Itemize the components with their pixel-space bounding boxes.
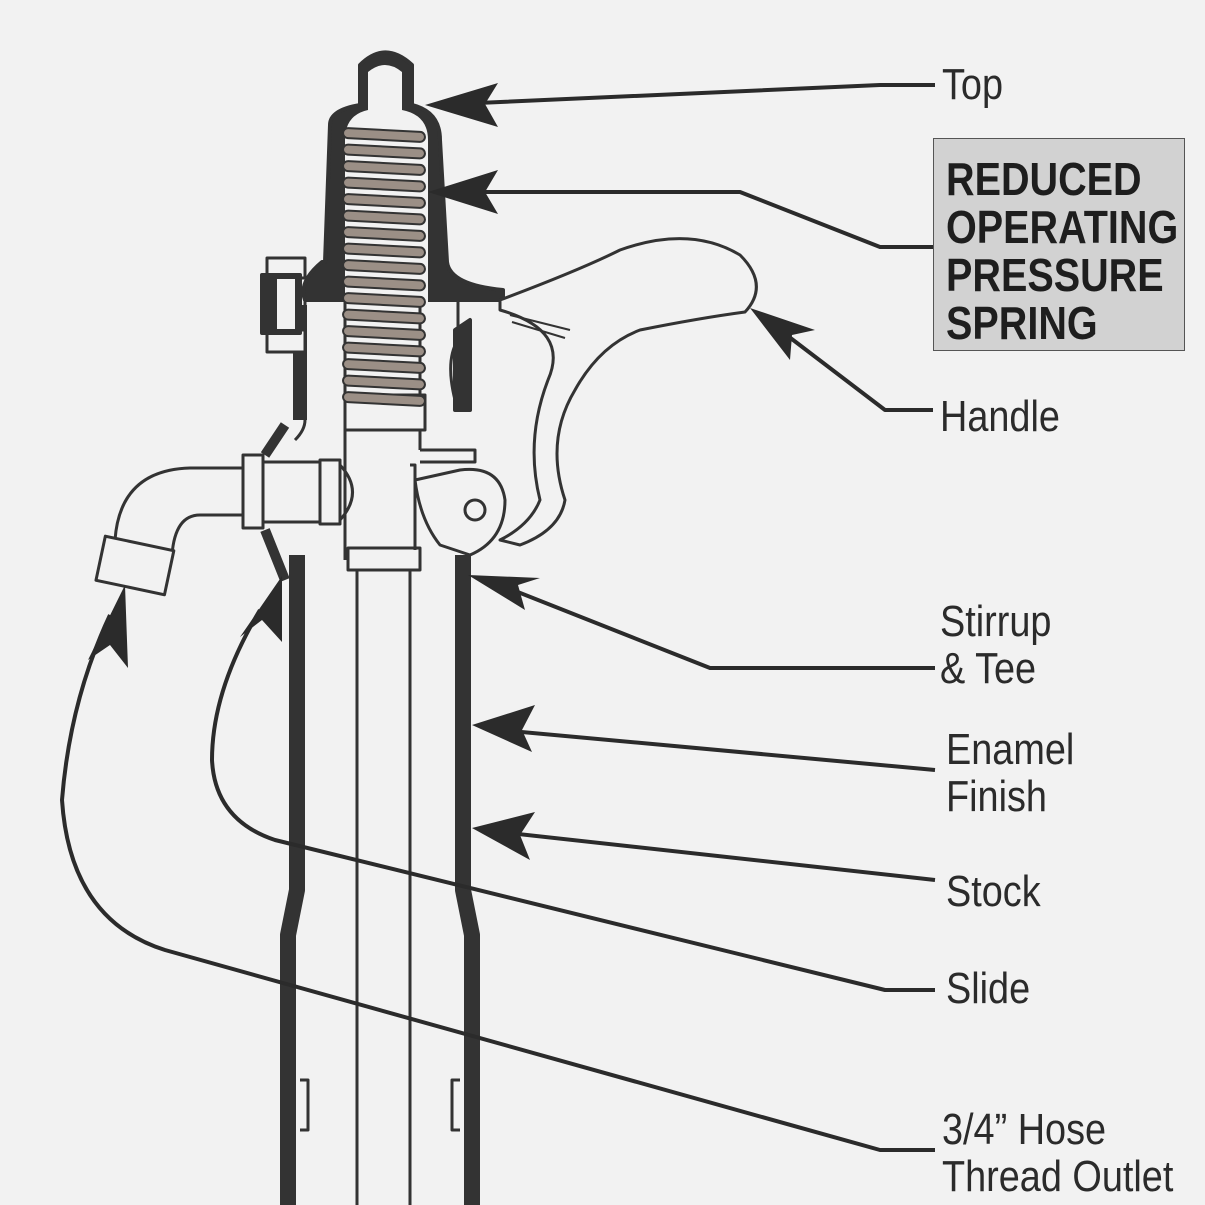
- label-spring-line-4: SPRING: [946, 297, 1098, 349]
- arrow-enamel: [472, 705, 535, 752]
- label-enamel: Enamel Finish: [946, 726, 1074, 820]
- leader-hose: [60, 614, 935, 1152]
- spring-coil: [342, 160, 426, 176]
- spring-coil: [342, 242, 426, 259]
- arrow-spring: [428, 170, 498, 214]
- arrow-stirrup: [468, 575, 540, 610]
- label-hose-line-2: Thread Outlet: [942, 1152, 1174, 1201]
- arrow-handle: [750, 308, 815, 360]
- spring-coil: [342, 275, 426, 292]
- spring-coil: [342, 341, 426, 358]
- hose-thread-outlet: [94, 534, 176, 597]
- label-spring-box: REDUCED OPERATING PRESSURE SPRING: [933, 138, 1185, 351]
- label-hose-line-1: 3/4” Hose: [942, 1105, 1107, 1154]
- label-slide: Slide: [946, 964, 1031, 1013]
- stock-right-wall: [455, 555, 480, 1205]
- leader-stirrup: [494, 581, 935, 670]
- label-stirrup: Stirrup & Tee: [940, 598, 1051, 692]
- spring-coil: [342, 193, 426, 209]
- label-hose: 3/4” Hose Thread Outlet: [942, 1106, 1173, 1200]
- leader-enamel: [499, 728, 936, 772]
- spring-coil: [342, 209, 426, 226]
- label-spring-line-2: OPERATING: [946, 201, 1179, 253]
- spring-coil: [342, 143, 426, 160]
- label-enamel-line-1: Enamel: [946, 725, 1075, 774]
- leader-spring: [455, 190, 933, 249]
- label-spring-line-3: PRESSURE: [946, 249, 1164, 301]
- leader-handle: [778, 328, 933, 412]
- stock-left-wall: [280, 555, 305, 1205]
- leader-slide: [210, 608, 935, 992]
- spring-coil: [342, 308, 426, 325]
- handle: [498, 237, 758, 547]
- spring-coil: [342, 226, 426, 242]
- spring-coil: [342, 292, 426, 308]
- spring-coil: [342, 259, 426, 275]
- label-stock: Stock: [946, 867, 1041, 916]
- arrow-slide: [240, 576, 282, 642]
- spring-coil: [342, 374, 426, 391]
- label-spring-line-1: REDUCED: [946, 153, 1142, 205]
- elbow-pipe: [107, 466, 243, 556]
- spring-coil: [342, 127, 426, 143]
- stirrup: [413, 467, 507, 557]
- leader-stock: [499, 830, 936, 882]
- spring: [342, 127, 426, 407]
- label-enamel-line-2: Finish: [946, 772, 1047, 821]
- label-stirrup-line-2: & Tee: [940, 644, 1037, 693]
- leader-top: [454, 83, 935, 106]
- spring-coil: [342, 391, 426, 407]
- arrow-stock: [472, 812, 535, 860]
- spring-coil: [342, 358, 426, 374]
- arrow-top: [425, 83, 498, 127]
- arrow-hose: [88, 585, 128, 668]
- pivot: [463, 498, 487, 522]
- spring-coil: [342, 325, 426, 341]
- label-stirrup-line-1: Stirrup: [940, 597, 1052, 646]
- label-handle: Handle: [940, 392, 1060, 441]
- label-top: Top: [942, 60, 1004, 109]
- spring-coil: [342, 176, 426, 193]
- slide: [355, 570, 412, 1205]
